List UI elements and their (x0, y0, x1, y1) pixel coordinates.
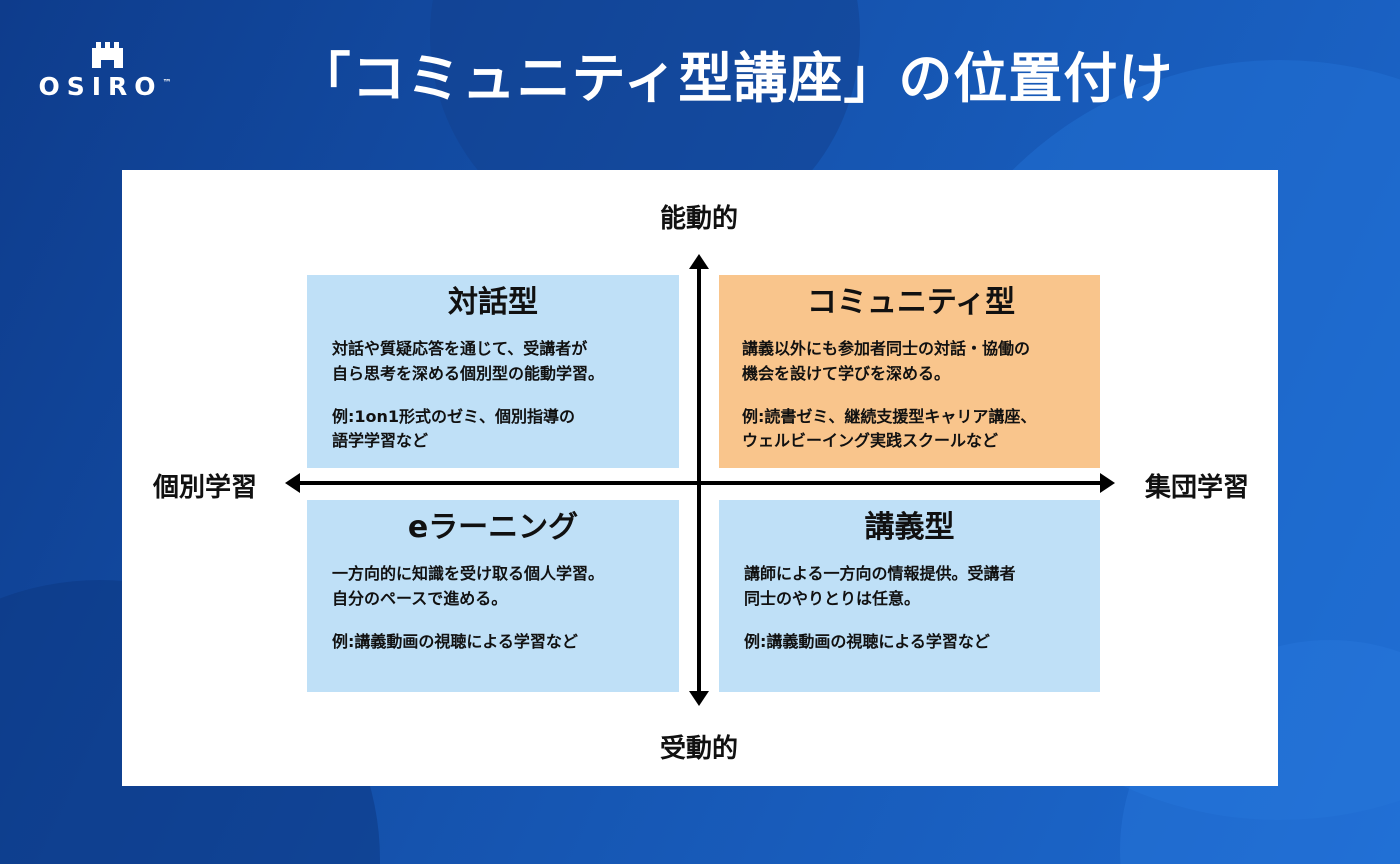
axis-label-passive: 受動的 (659, 734, 738, 764)
page-title: 「コミュニティ型講座」の位置付け (296, 47, 1174, 110)
quadrant-title: 対話型 (448, 285, 538, 320)
vertical-axis-line (697, 266, 701, 694)
quadrant-description: 講義以外にも参加者同士の対話・協働の 機会を設けて学びを深める。 (742, 339, 1031, 383)
quadrant-title: eラーニング (407, 510, 579, 545)
arrowhead-down-icon (689, 691, 709, 706)
logo-wordmark: OSIRO™ (38, 72, 171, 101)
axis-label-group: 集団学習 (1144, 473, 1249, 503)
quadrant-title: 講義型 (864, 510, 955, 545)
horizontal-axis-line (298, 481, 1102, 485)
arrowhead-right-icon (1100, 473, 1115, 493)
quadrant-example: 例:1on1形式のゼミ、個別指導の 語学学習など (332, 406, 576, 451)
quadrant-example: 例:読書ゼミ、継続支援型キャリア講座、 ウェルビーイング実践スクールなど (742, 406, 1037, 451)
quadrant-example: 例:講義動画の視聴による学習など (744, 631, 990, 651)
quadrant-chart-card: 能動的 受動的 個別学習 集団学習 対話型 対話や質疑応答を通じて、受講者が 自… (122, 170, 1278, 786)
logo-brand: OSIRO (38, 72, 163, 101)
arrowhead-up-icon (689, 254, 709, 269)
quadrant-dialogue: 対話型 対話や質疑応答を通じて、受講者が 自ら思考を深める個別型の能動学習。 例… (307, 275, 679, 468)
axis-label-active: 能動的 (659, 204, 738, 234)
logo-trademark: ™ (162, 78, 172, 89)
quadrant-lecture: 講義型 講師による一方向の情報提供。受講者 同士のやりとりは任意。 例:講義動画… (719, 500, 1100, 692)
quadrant-example: 例:講義動画の視聴による学習など (332, 631, 578, 651)
quadrant-description: 対話や質疑応答を通じて、受講者が 自ら思考を深める個別型の能動学習。 (332, 339, 605, 383)
osiro-logo: OSIRO™ (38, 38, 172, 101)
castle-icon (86, 38, 124, 68)
quadrant-community: コミュニティ型 講義以外にも参加者同士の対話・協働の 機会を設けて学びを深める。… (719, 275, 1100, 468)
quadrant-title: コミュニティ型 (806, 285, 1016, 320)
quadrant-description: 講師による一方向の情報提供。受講者 同士のやりとりは任意。 (744, 564, 1016, 608)
axis-label-individual: 個別学習 (152, 473, 257, 503)
arrowhead-left-icon (285, 473, 300, 493)
quadrant-description: 一方向的に知識を受け取る個人学習。 自分のペースで進める。 (332, 564, 605, 608)
quadrant-elearning: eラーニング 一方向的に知識を受け取る個人学習。 自分のペースで進める。 例:講… (307, 500, 679, 692)
